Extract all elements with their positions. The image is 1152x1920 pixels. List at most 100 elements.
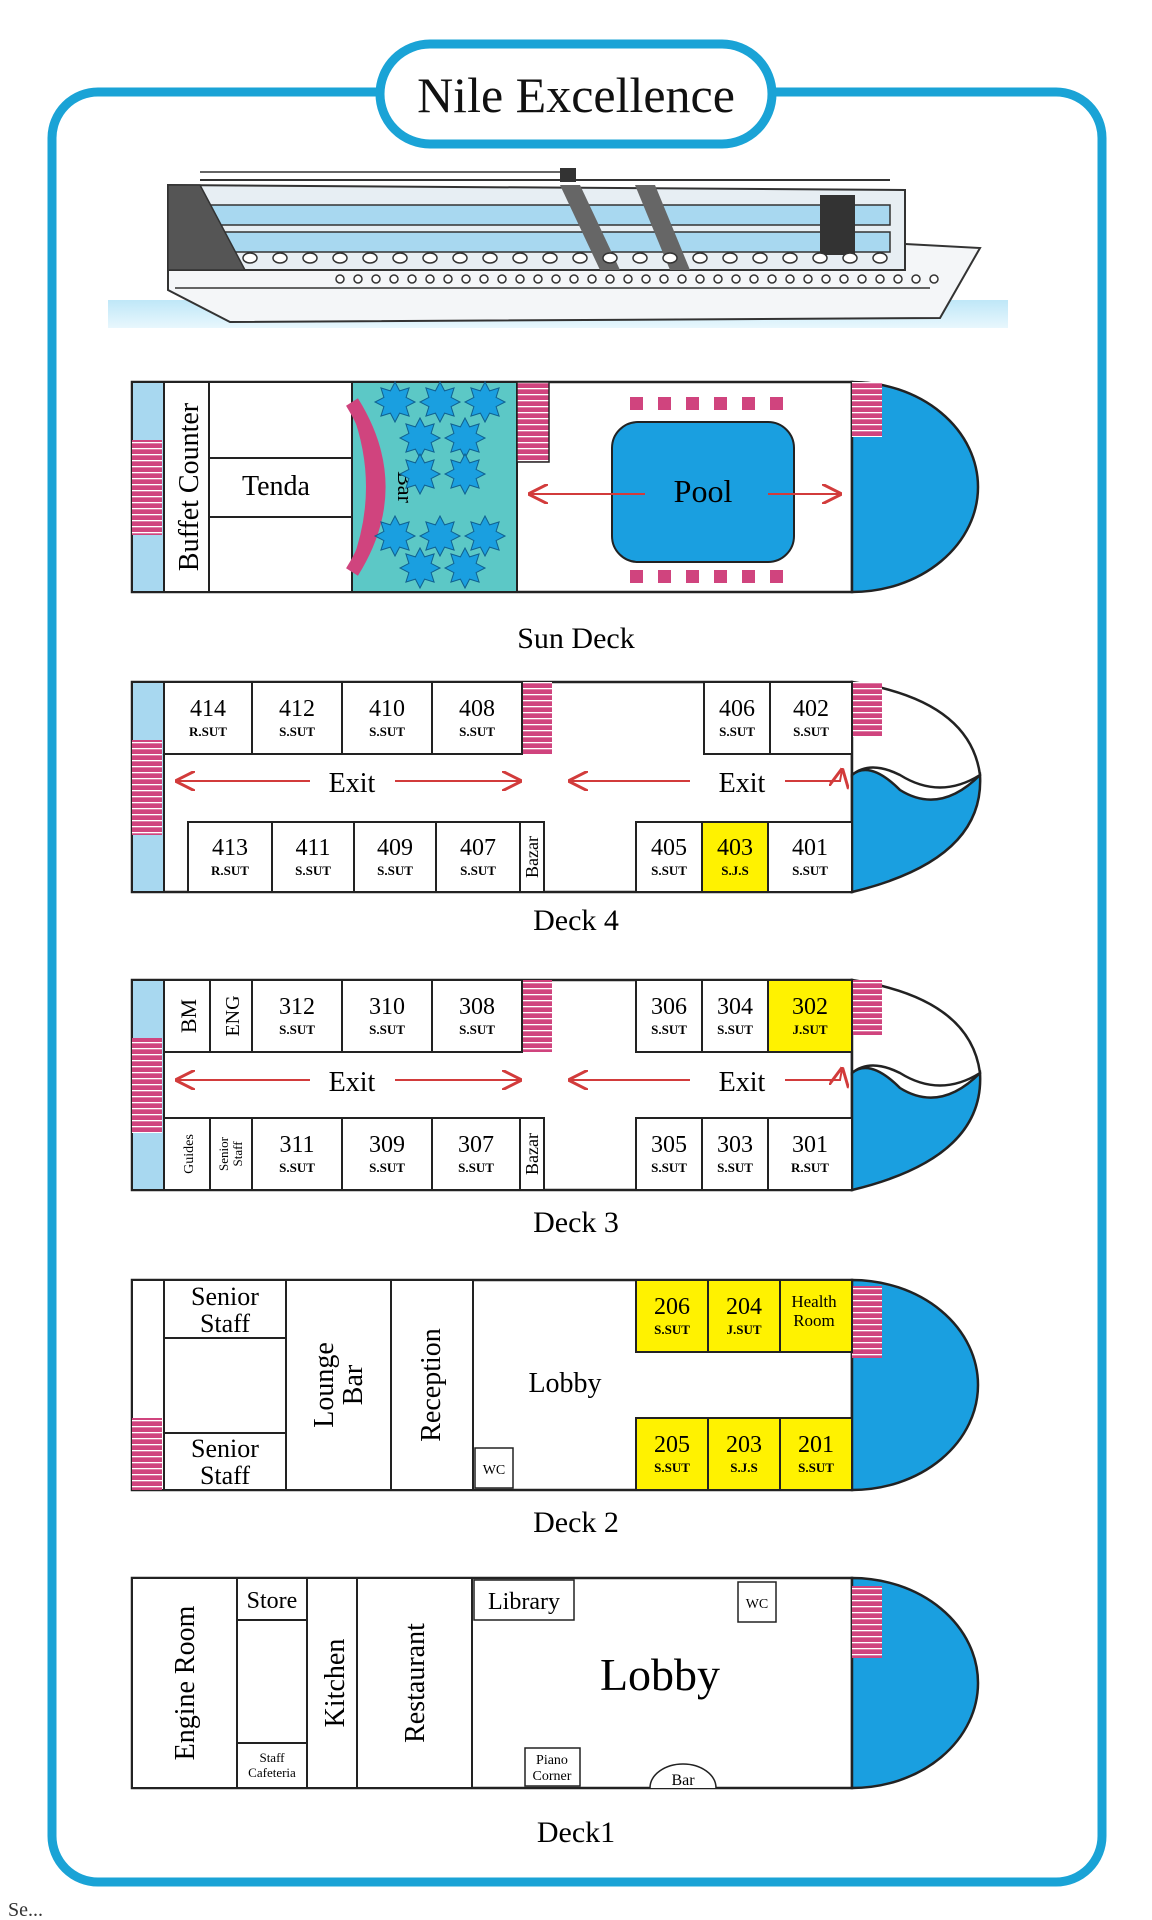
kitchen-label: Kitchen [320,1639,351,1728]
deck-3: BM ENG Guides Senior Staff 312S.SUT310S.… [130,978,982,1239]
sun-deck-bow [850,380,980,594]
piano-corner-label: Piano [536,1753,568,1768]
cabin-type: R.SUT [211,863,249,878]
bm-label: BM [176,999,201,1033]
porthole-icon [632,252,648,264]
health-room-label: Room [793,1311,835,1330]
porthole-icon [875,274,885,284]
senior-staff-label: Senior [191,1282,259,1311]
cabin-type: S.SUT [651,863,687,878]
star-pattern-icon [463,380,507,424]
wc-label: WC [746,1597,769,1612]
porthole-icon [677,274,687,284]
porthole-icon [641,274,651,284]
star-pattern-icon [398,452,442,496]
lounger-icon [714,397,727,410]
reception-label: Reception [416,1328,447,1442]
porthole-icon [749,274,759,284]
cabin-number: 401 [792,835,828,861]
cabin-type: S.SUT [654,1322,690,1337]
cabin-number: 307 [458,1132,494,1158]
porthole-icon [389,274,399,284]
stairs-icon [516,381,550,463]
porthole-icon [893,274,903,284]
porthole-icon [659,274,669,284]
porthole-icon [692,252,708,264]
cabin-type: S.SUT [798,1460,834,1475]
porthole-icon [461,274,471,284]
cabin-number: 206 [654,1294,690,1320]
staff-cafeteria-label: Cafeteria [248,1765,296,1780]
buffet-counter-label: Buffet Counter [174,402,205,571]
cabin-number: 414 [190,696,226,722]
porthole-icon [785,274,795,284]
cabin-number: 301 [792,1132,828,1158]
cabin-number: 304 [717,994,753,1020]
cabin-type: S.SUT [295,863,331,878]
porthole-icon [857,274,867,284]
deck4-title: Deck 4 [533,904,619,937]
senior-staff-label: Staff [200,1309,250,1338]
lounger-icon [770,570,783,583]
lounger-icon [714,570,727,583]
cabin-type: S.SUT [717,1160,753,1175]
star-pattern-icon [398,546,442,590]
porthole-icon [587,274,597,284]
porthole-icon [839,274,849,284]
stairs-icon [852,980,882,1035]
porthole-icon [332,252,348,264]
cabin-number: 205 [654,1432,690,1458]
exit-label: Exit [329,1067,376,1098]
porthole-icon [695,274,705,284]
cabin-type: S.SUT [792,863,828,878]
porthole-icon [767,274,777,284]
cabin-type: S.SUT [369,1160,405,1175]
lounger-icon [630,570,643,583]
lounger-icon [742,397,755,410]
cabin-type: J.SUT [792,1022,827,1037]
porthole-icon [515,274,525,284]
senior-staff-label: Staff [230,1141,245,1167]
porthole-icon [407,274,417,284]
porthole-icon [353,274,363,284]
sun-deck-title: Sun Deck [517,622,634,655]
cabin-type: S.SUT [793,724,829,739]
cabin-number: 309 [369,1132,405,1158]
porthole-icon [362,252,378,264]
sun-deck: Buffet Counter Tenda Bar Pool Sun Deck [130,380,980,655]
piano-corner-label: Corner [533,1769,572,1784]
deck3-title: Deck 3 [533,1206,619,1239]
title-pill [375,39,777,149]
engine-room-label: Engine Room [170,1605,201,1760]
cabin-number: 405 [651,835,687,861]
staff-cafeteria-label: Staff [259,1750,285,1765]
cabin-number: 311 [279,1132,314,1158]
eng-label: ENG [222,995,244,1036]
health-room [779,1279,853,1353]
porthole-icon [821,274,831,284]
bar-label: Bar [671,1772,695,1789]
porthole-icon [713,274,723,284]
stairs-icon [522,682,552,754]
arrow-icon [785,1069,842,1080]
cabin-number: 305 [651,1132,687,1158]
cabin-number: 409 [377,835,413,861]
lounger-icon [686,570,699,583]
